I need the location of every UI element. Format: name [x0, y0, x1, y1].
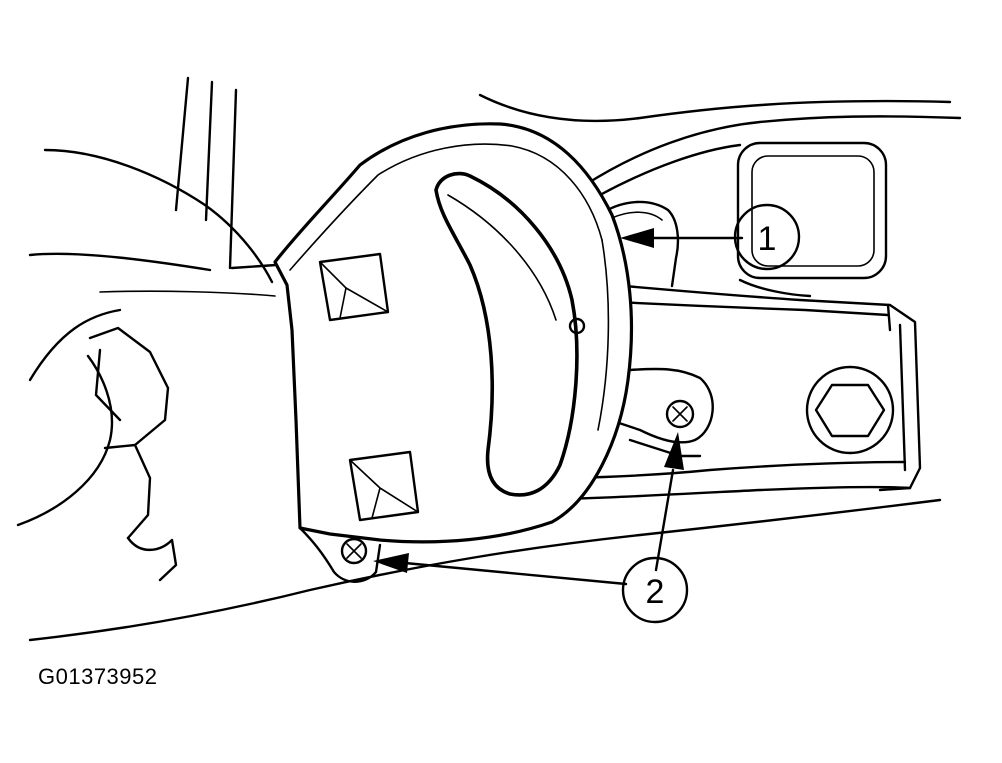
callout-1-label: 1 — [758, 220, 777, 258]
callout-2: 2 — [373, 432, 689, 624]
callout-2-arrowhead-left — [373, 553, 409, 573]
callout-2-arrowhead-up — [664, 432, 684, 470]
rounded-cover — [736, 141, 888, 298]
trim-panel — [273, 122, 634, 583]
left-dash-contours — [16, 148, 942, 642]
callout-1: 1 — [620, 203, 801, 271]
callout-1-arrowhead — [620, 228, 654, 248]
callout-2-label: 2 — [646, 573, 665, 611]
screw-right — [665, 399, 695, 429]
hex-nut — [805, 365, 895, 455]
screw-left — [340, 537, 368, 565]
figure-id: G01373952 — [38, 664, 158, 689]
upper-body-contours — [478, 93, 962, 197]
